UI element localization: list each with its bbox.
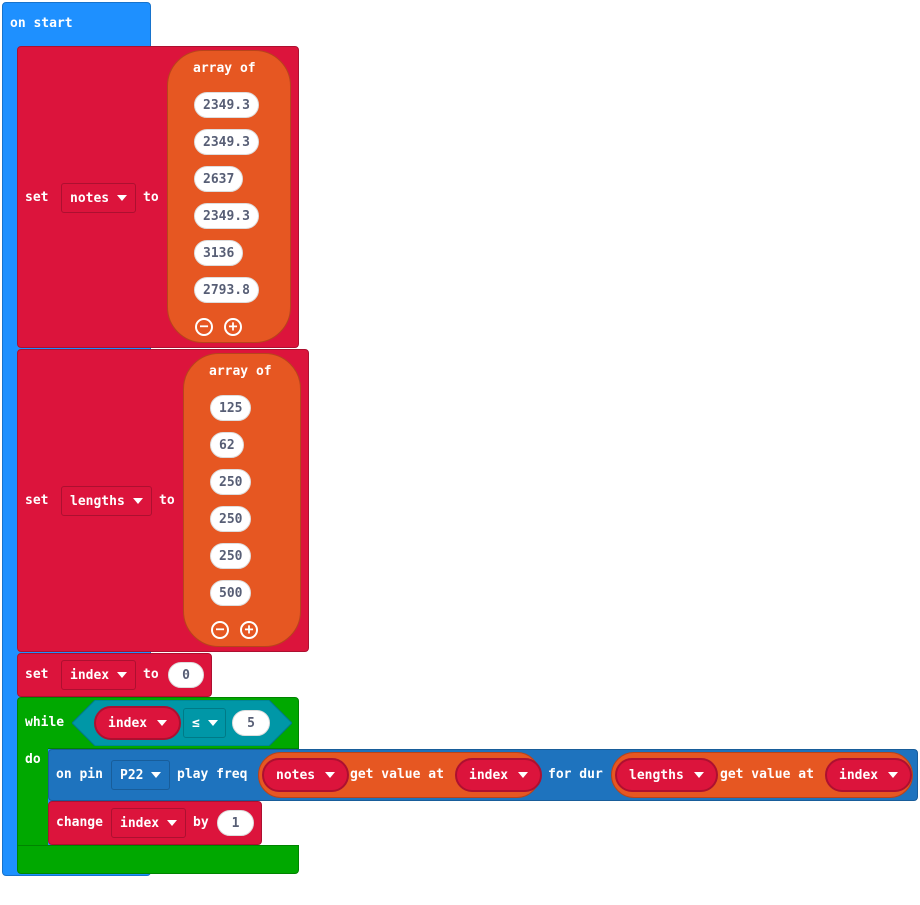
set-label: set [25, 493, 49, 508]
index-variable-pill[interactable]: index [455, 758, 543, 792]
array-item[interactable]: 2793.8 [194, 277, 259, 303]
do-label: do [25, 752, 41, 767]
array-of-label: array of [209, 364, 272, 379]
array-item[interactable]: 2349.3 [194, 92, 259, 118]
add-item-icon[interactable]: + [224, 318, 242, 336]
pin-label: P22 [120, 767, 144, 783]
index-variable-pill[interactable]: index [825, 758, 913, 792]
chevron-down-icon [693, 772, 704, 778]
dropdown-label: index [70, 667, 110, 683]
chevron-down-icon [117, 672, 128, 678]
chevron-down-icon [888, 772, 899, 778]
array-item[interactable]: 2637 [194, 166, 244, 192]
array-item[interactable]: 250 [210, 469, 252, 495]
get-value-at-label: get value at [720, 767, 814, 782]
while-block-arm [17, 748, 48, 846]
dropdown-label: lengths [70, 493, 125, 509]
chevron-down-icon [151, 772, 162, 778]
array-item[interactable]: 250 [210, 506, 252, 532]
notes-variable-dropdown[interactable]: notes [61, 183, 136, 213]
array-item[interactable]: 250 [210, 543, 252, 569]
chevron-down-icon [167, 820, 178, 826]
index-variable-dropdown[interactable]: index [111, 808, 186, 838]
set-label: set [25, 190, 49, 205]
operator-dropdown[interactable]: ≤ [183, 708, 226, 738]
lengths-variable-dropdown[interactable]: lengths [61, 486, 152, 516]
pill-label: notes [276, 767, 316, 783]
array-item[interactable]: 125 [210, 395, 252, 421]
chevron-down-icon [132, 498, 143, 504]
pill-label: lengths [629, 767, 684, 783]
chevron-down-icon [117, 195, 128, 201]
to-label: to [159, 493, 175, 508]
remove-item-icon[interactable]: − [195, 318, 213, 336]
chevron-down-icon [518, 772, 529, 778]
on-start-label: on start [10, 16, 73, 31]
array-of-label: array of [193, 61, 256, 76]
notes-variable-pill[interactable]: notes [262, 758, 350, 792]
operator-label: ≤ [192, 715, 200, 731]
on-pin-label: on pin [56, 767, 103, 782]
while-label: while [25, 715, 65, 730]
chevron-down-icon [157, 720, 168, 726]
dropdown-label: index [120, 815, 160, 831]
index-initial-value[interactable]: 0 [168, 662, 204, 688]
chevron-down-icon [207, 720, 218, 726]
array-item[interactable]: 3136 [194, 240, 244, 266]
array-item[interactable]: 2349.3 [194, 203, 259, 229]
while-limit-value[interactable]: 5 [232, 710, 270, 736]
chevron-down-icon [325, 772, 336, 778]
pill-label: index [108, 715, 148, 731]
array-item[interactable]: 500 [210, 580, 252, 606]
change-amount-value[interactable]: 1 [217, 810, 254, 836]
to-label: to [143, 667, 159, 682]
set-label: set [25, 667, 49, 682]
index-variable-dropdown[interactable]: index [61, 660, 136, 690]
pin-dropdown[interactable]: P22 [111, 760, 170, 790]
to-label: to [143, 190, 159, 205]
play-freq-label: play freq [177, 767, 248, 782]
by-label: by [193, 815, 209, 830]
dropdown-label: notes [70, 190, 110, 206]
remove-item-icon[interactable]: − [211, 621, 229, 639]
while-block-footer [17, 845, 299, 874]
get-value-at-label: get value at [350, 767, 444, 782]
lengths-variable-pill[interactable]: lengths [615, 758, 718, 792]
array-item[interactable]: 62 [210, 432, 244, 458]
add-item-icon[interactable]: + [240, 621, 258, 639]
array-item[interactable]: 2349.3 [194, 129, 259, 155]
for-dur-label: for dur [548, 767, 603, 782]
change-label: change [56, 815, 103, 830]
pill-label: index [469, 767, 509, 783]
pill-label: index [839, 767, 879, 783]
index-variable-pill[interactable]: index [94, 706, 182, 740]
